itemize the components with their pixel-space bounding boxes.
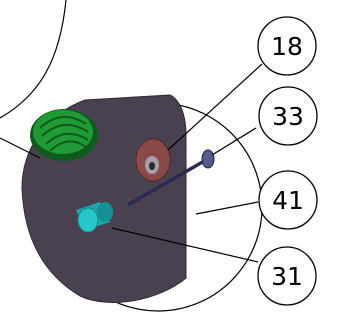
callout-31: 31	[257, 246, 317, 306]
washer-part	[135, 138, 171, 182]
leader-line-33	[211, 127, 257, 156]
green-lens	[30, 109, 98, 161]
leader-line-lens	[0, 137, 41, 159]
cylinder-part	[76, 202, 113, 233]
callout-label: 33	[272, 102, 304, 131]
callout-18: 18	[257, 16, 317, 76]
outer-arc	[0, 0, 67, 119]
callout-label: 41	[272, 186, 304, 215]
bolt-part	[127, 149, 215, 207]
callout-33: 33	[258, 86, 318, 146]
callout-label: 31	[271, 262, 303, 291]
leader-line-31	[111, 227, 259, 263]
leader-line-41	[195, 201, 259, 215]
callout-label: 18	[271, 32, 303, 61]
leader-line-18	[167, 63, 263, 151]
callout-41: 41	[258, 170, 318, 230]
